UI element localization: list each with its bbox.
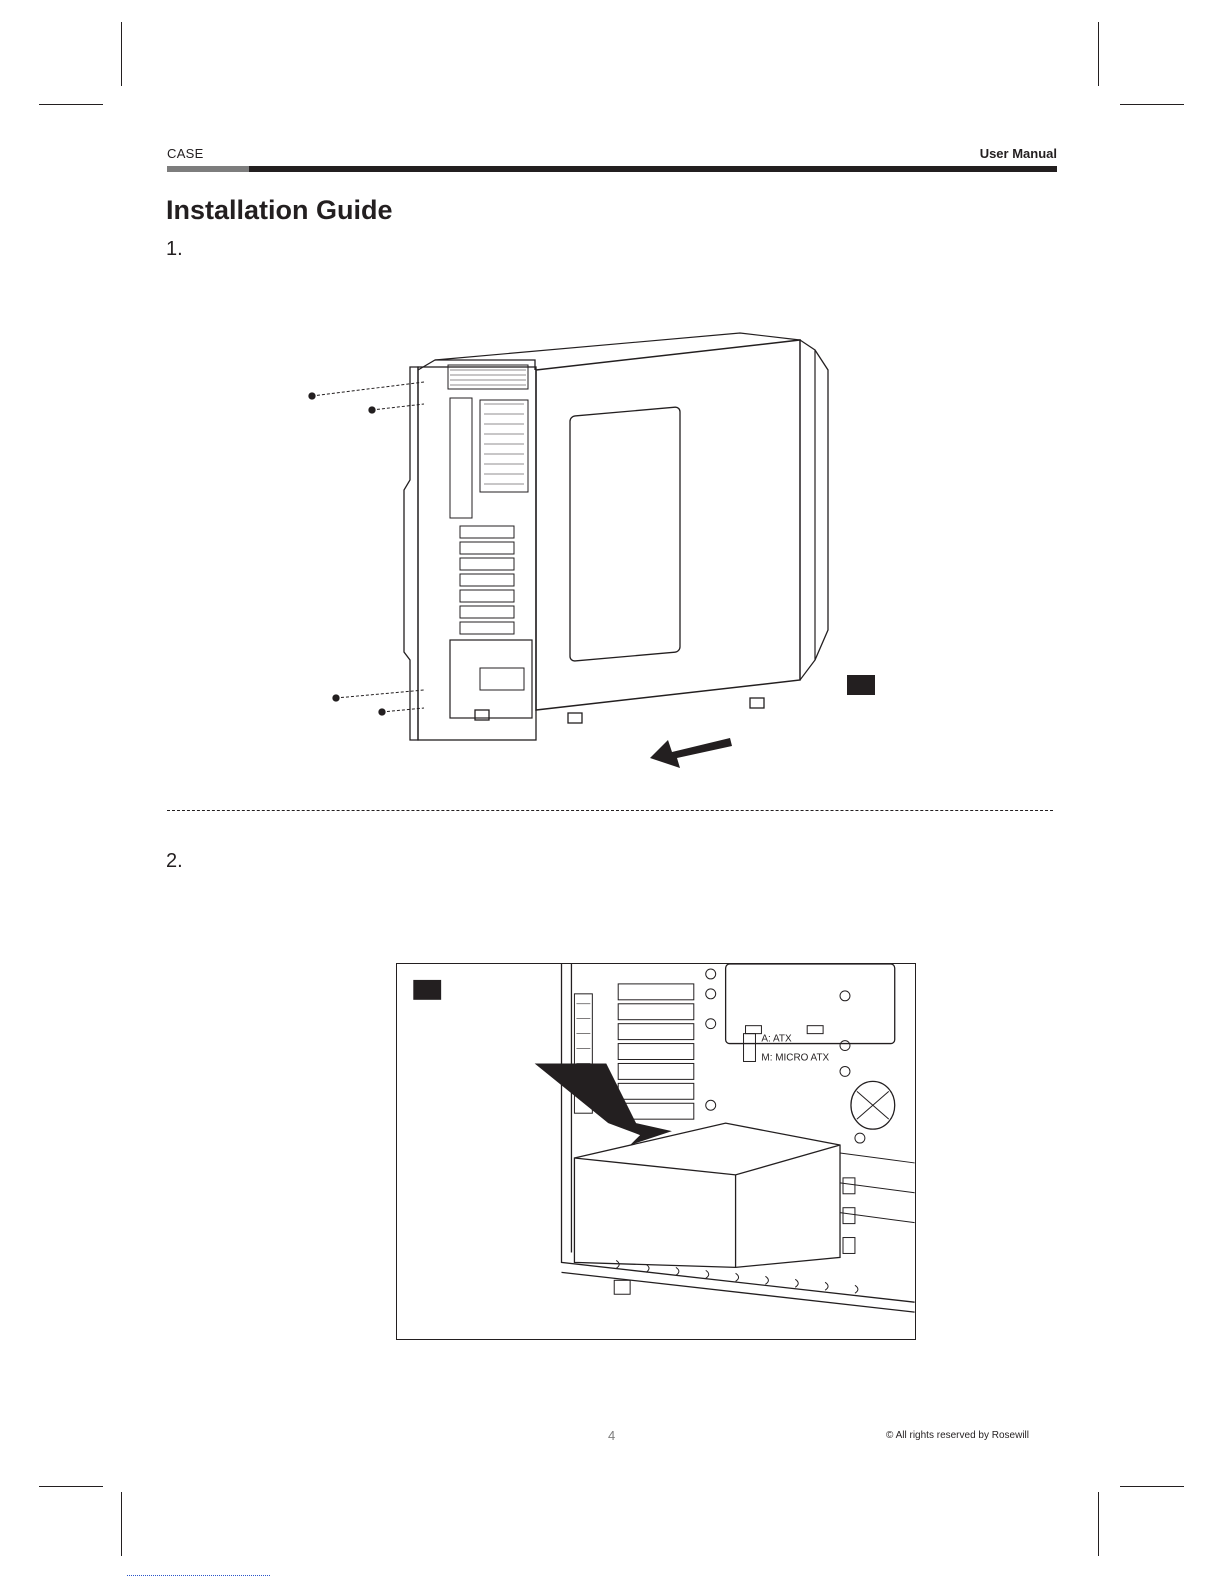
psu-installation-illustration: A: ATX M: MICRO ATX bbox=[396, 963, 916, 1340]
header-rule bbox=[249, 166, 1057, 172]
page-number: 4 bbox=[608, 1428, 615, 1443]
bottom-link-underline bbox=[127, 1575, 270, 1576]
crop-mark bbox=[1120, 104, 1184, 105]
crop-mark bbox=[121, 22, 122, 86]
header-manual-label: User Manual bbox=[980, 146, 1057, 161]
side-panel-removal-illustration bbox=[300, 330, 900, 790]
crop-mark bbox=[1098, 22, 1099, 86]
crop-mark bbox=[121, 1492, 122, 1556]
page-title: Installation Guide bbox=[166, 195, 393, 226]
atx-label: A: ATX bbox=[761, 1034, 792, 1045]
section-divider bbox=[167, 810, 1053, 811]
crop-mark bbox=[1098, 1492, 1099, 1556]
crop-mark bbox=[39, 104, 103, 105]
step-1-number: 1. bbox=[166, 238, 183, 261]
copyright-notice: © All rights reserved by Rosewill bbox=[886, 1430, 1029, 1441]
step-2-number: 2. bbox=[166, 850, 183, 873]
header-rule-accent bbox=[167, 166, 249, 172]
micro-atx-label: M: MICRO ATX bbox=[761, 1052, 829, 1063]
crop-mark bbox=[39, 1486, 103, 1487]
header-section-label: CASE bbox=[167, 146, 204, 161]
crop-mark bbox=[1120, 1486, 1184, 1487]
